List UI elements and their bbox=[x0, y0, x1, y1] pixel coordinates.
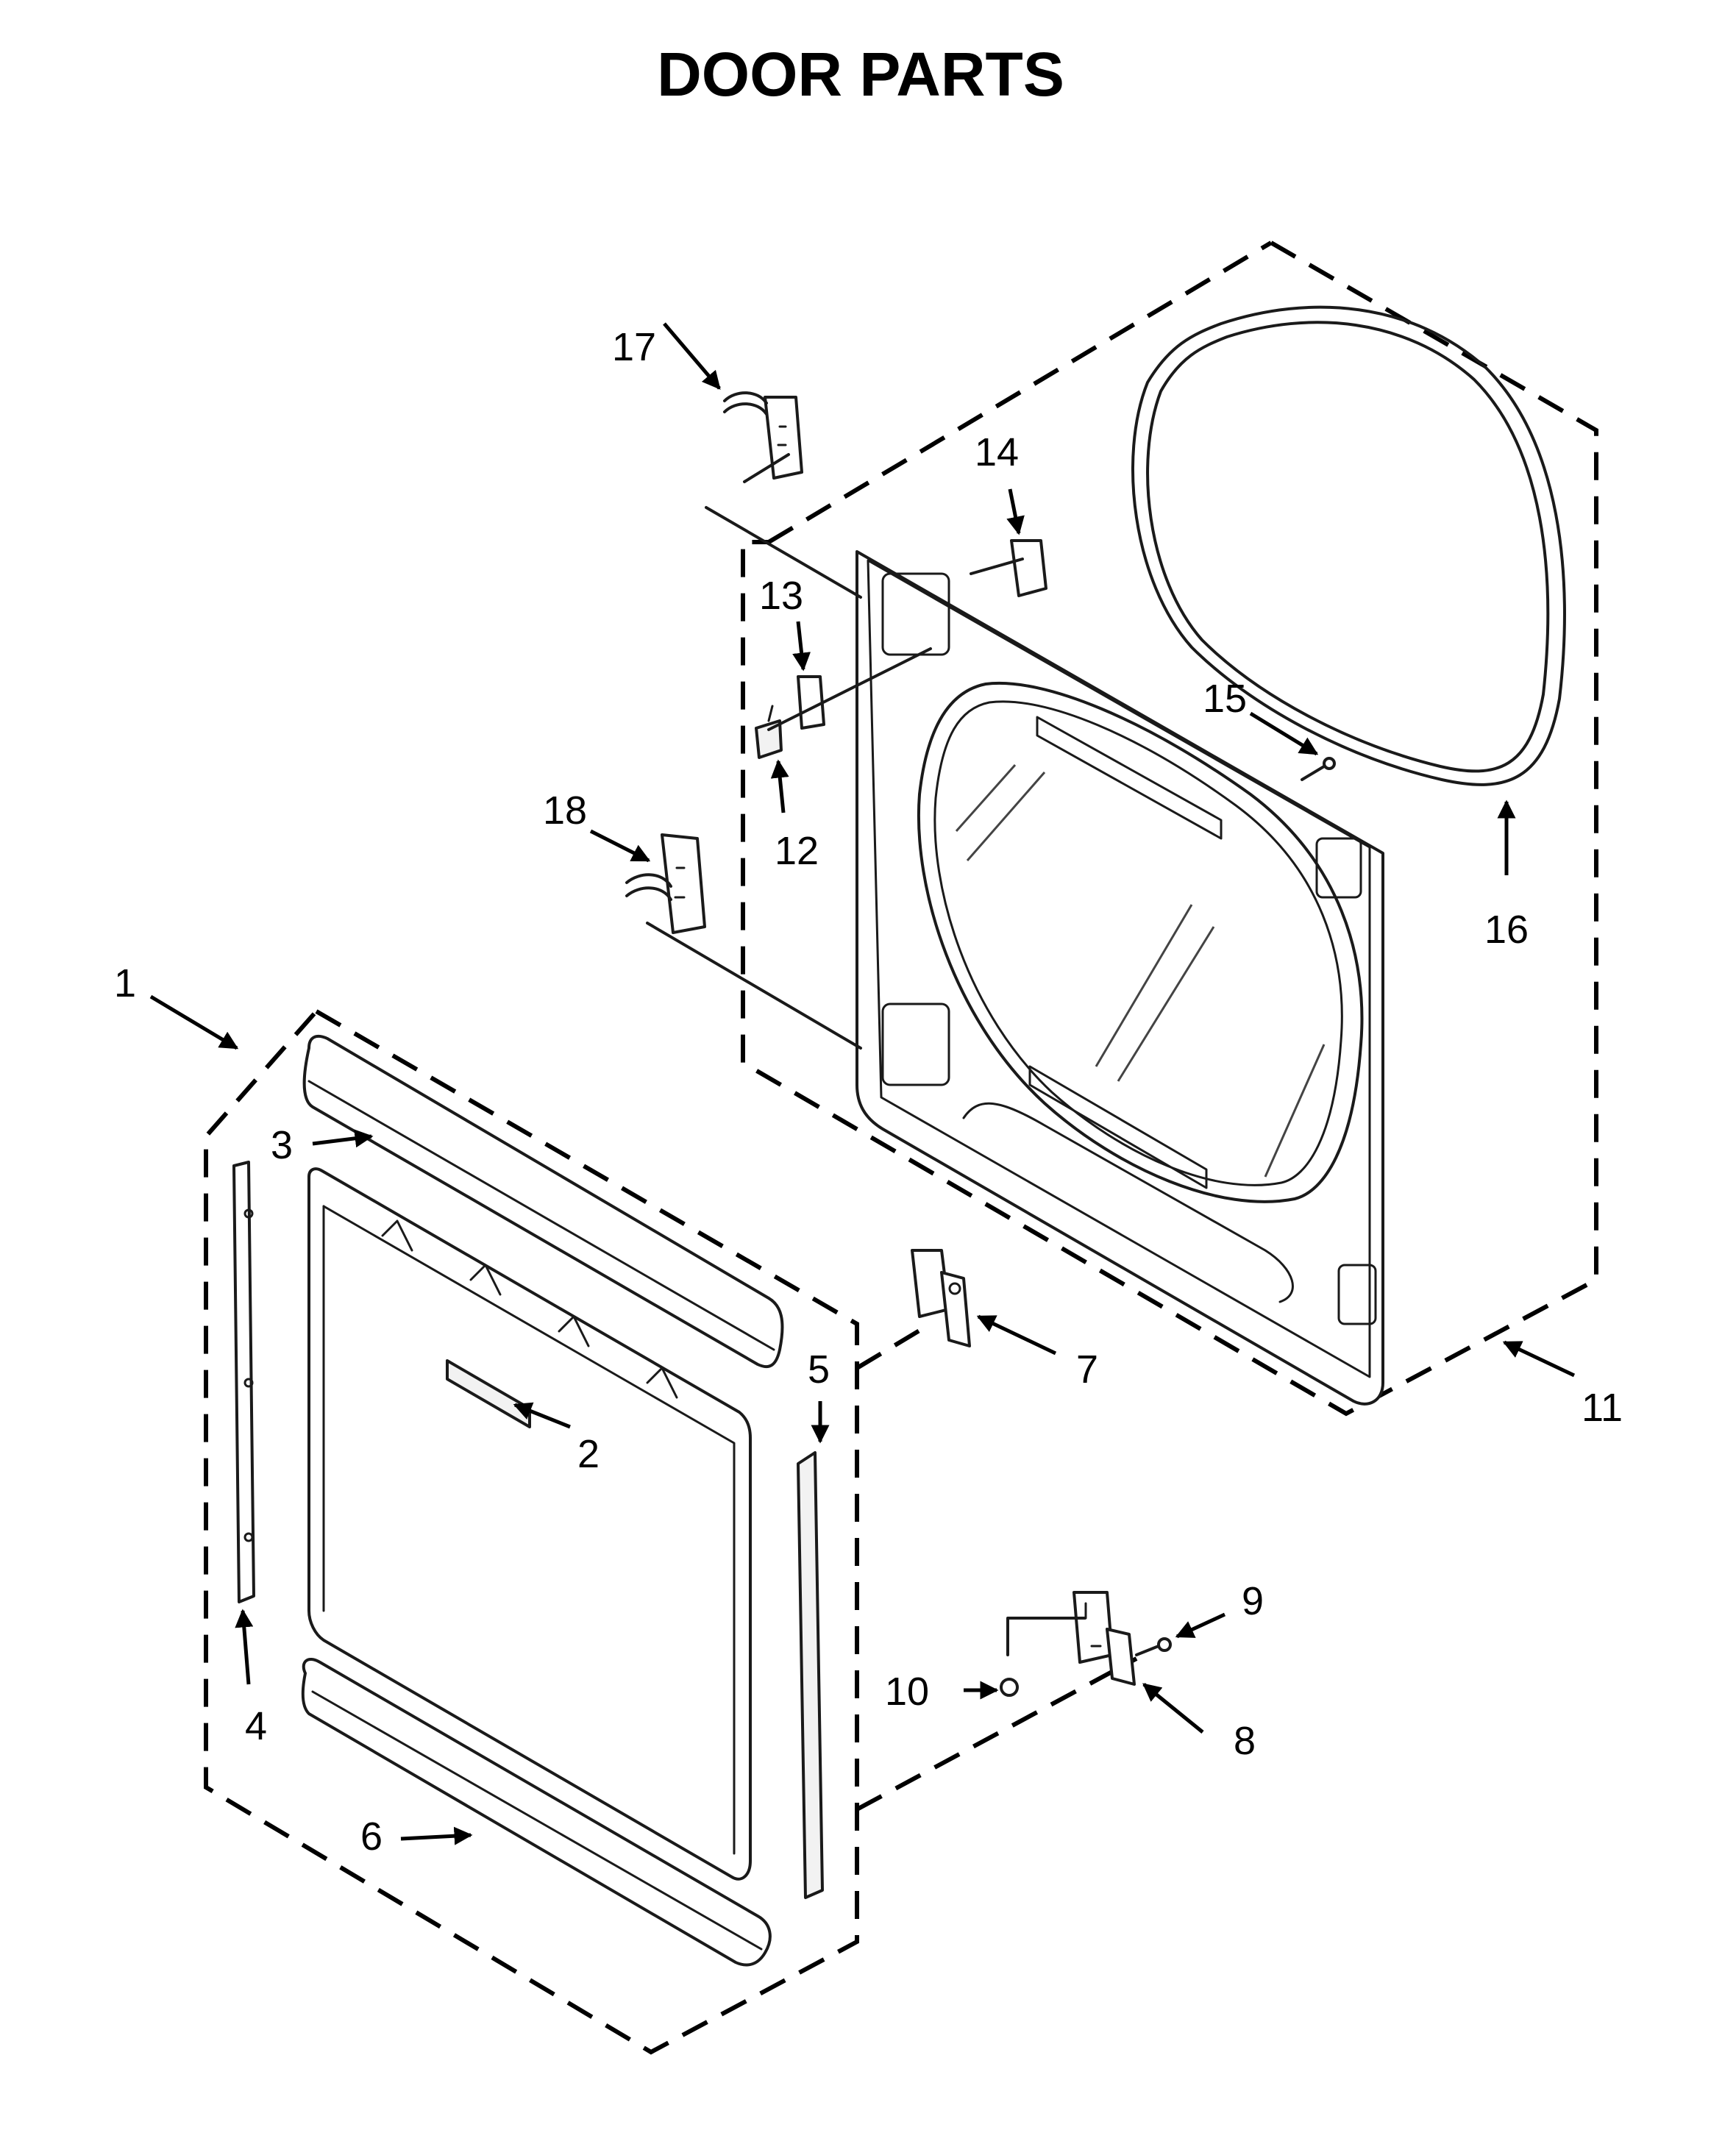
callout-8: 8 bbox=[1234, 1719, 1256, 1763]
callout-16: 16 bbox=[1484, 908, 1529, 952]
outer-door-panel bbox=[855, 550, 1384, 1406]
callout-11: 11 bbox=[1582, 1386, 1623, 1430]
right-side-trim bbox=[797, 1451, 824, 1899]
outer-door-assembly-outline bbox=[741, 241, 1598, 1417]
hinge-screw-small bbox=[1000, 1617, 1086, 1697]
upper-door-hinge bbox=[911, 1249, 971, 1347]
callout-15: 15 bbox=[1203, 677, 1247, 721]
callout-labels: 1 2 3 4 5 6 7 8 9 10 11 12 13 14 15 16 1… bbox=[114, 325, 1623, 1859]
callout-3: 3 bbox=[271, 1123, 293, 1167]
door-latch bbox=[755, 705, 783, 759]
hinge-screw bbox=[1135, 1637, 1172, 1656]
lower-door-hinge bbox=[1072, 1591, 1136, 1686]
callout-5: 5 bbox=[808, 1347, 830, 1392]
callout-6: 6 bbox=[360, 1814, 383, 1859]
top-clip bbox=[1010, 539, 1047, 597]
door-seal-ring bbox=[1131, 305, 1566, 786]
callout-10: 10 bbox=[885, 1670, 929, 1714]
left-side-trim bbox=[232, 1161, 255, 1603]
screw bbox=[1301, 757, 1336, 781]
lower-hinge-bracket bbox=[625, 833, 706, 934]
bottom-door-trim bbox=[301, 1658, 772, 1967]
callout-1: 1 bbox=[114, 961, 136, 1005]
latch-plate bbox=[797, 675, 825, 730]
inner-door-assembly-outline bbox=[204, 1009, 1138, 2055]
callout-4: 4 bbox=[245, 1704, 267, 1748]
callout-13: 13 bbox=[759, 574, 803, 618]
callout-arrows bbox=[149, 322, 1576, 1845]
diagram-title: DOOR PARTS bbox=[657, 40, 1064, 109]
callout-17: 17 bbox=[612, 325, 656, 369]
callout-18: 18 bbox=[543, 788, 587, 833]
callout-2: 2 bbox=[577, 1432, 600, 1476]
inner-door-panel bbox=[307, 1167, 752, 1881]
upper-hinge-bracket bbox=[723, 391, 803, 480]
callout-14: 14 bbox=[975, 430, 1019, 474]
callout-12: 12 bbox=[775, 829, 819, 873]
top-door-trim bbox=[302, 1034, 784, 1369]
callout-7: 7 bbox=[1076, 1347, 1098, 1392]
callout-9: 9 bbox=[1242, 1579, 1264, 1623]
